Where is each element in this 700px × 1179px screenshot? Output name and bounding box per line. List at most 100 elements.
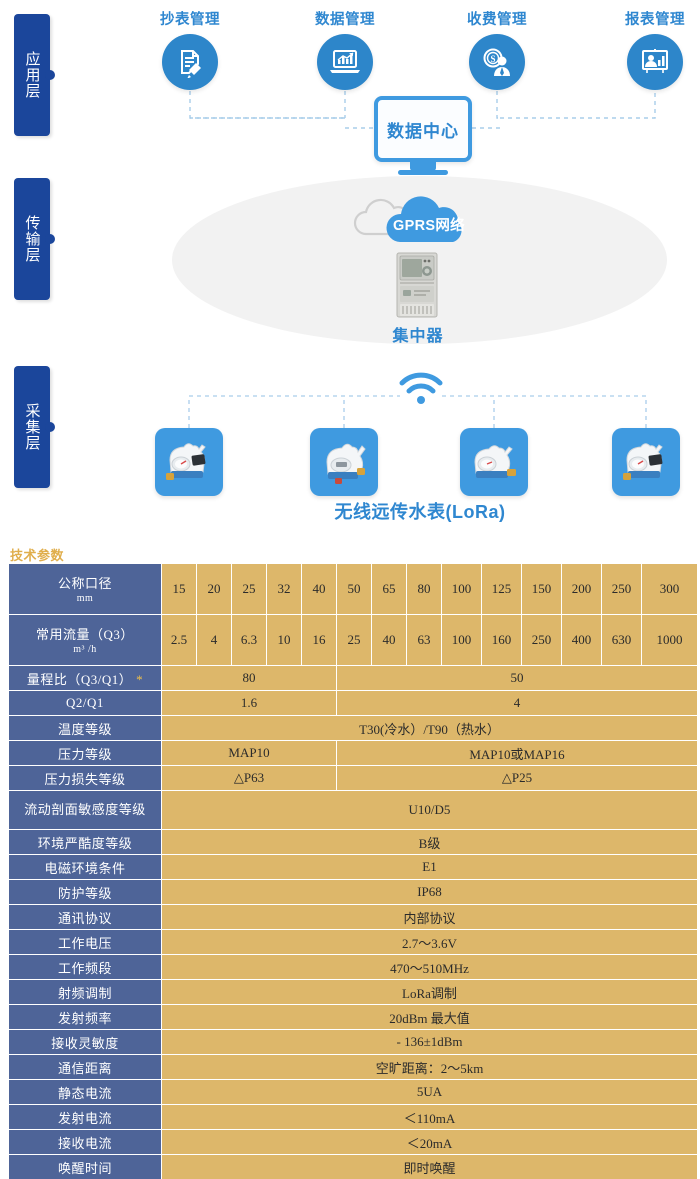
coin-person-icon: S — [469, 34, 525, 90]
water-meter-icon — [166, 443, 206, 480]
table-cell: 16 — [302, 615, 336, 665]
row-label: 通讯协议 — [9, 905, 161, 929]
row-label: 压力损失等级 — [9, 766, 161, 790]
table-row: 温度等级 T30(冷水）/T90（热水） — [9, 716, 697, 740]
table-cell: 125 — [482, 564, 521, 614]
table-cell: 20dBm 最大值 — [162, 1005, 697, 1029]
table-row: Q2/Q1 1.6 4 — [9, 691, 697, 715]
table-cell: 250 — [602, 564, 641, 614]
row-label: Q2/Q1 — [9, 691, 161, 715]
water-meter-card[interactable] — [460, 428, 528, 496]
table-row: 发射频率 20dBm 最大值 — [9, 1005, 697, 1029]
table-row: 量程比（Q3/Q1） * 80 50 — [9, 666, 697, 690]
layer-tab-acquisition-label: 采集层 — [23, 403, 41, 451]
table-row: 射频调制 LoRa调制 — [9, 980, 697, 1004]
table-row: 唤醒时间 即时唤醒 — [9, 1155, 697, 1179]
table-cell: 250 — [522, 615, 561, 665]
table-cell: 65 — [372, 564, 406, 614]
table-cell: 50 — [337, 666, 697, 690]
table-cell: 2.7～3.6V — [162, 930, 697, 954]
table-cell: 4 — [337, 691, 697, 715]
app-node-label: 数据管理 — [315, 12, 375, 28]
table-cell: IP68 — [162, 880, 697, 904]
table-cell: 15 — [162, 564, 196, 614]
row-label: 通信距离 — [9, 1055, 161, 1079]
table-cell: 1.6 — [162, 691, 336, 715]
table-cell: 10 — [267, 615, 301, 665]
row-label: 环境严酷度等级 — [9, 830, 161, 854]
water-meter-icon — [326, 443, 366, 484]
data-center-monitor[interactable]: 数据中心 — [374, 96, 472, 162]
table-row: 公称口径 mm 15 20 25 32 40 50 65 80 100 125 … — [9, 564, 697, 614]
table-cell: LoRa调制 — [162, 980, 697, 1004]
table-cell: △P63 — [162, 766, 336, 790]
row-label: 静态电流 — [9, 1080, 161, 1104]
layer-tab-nub-icon — [45, 70, 55, 80]
app-node-billing-management[interactable]: 收费管理 S — [462, 8, 532, 90]
tech-params-title: 技术参数 — [10, 548, 65, 563]
row-label: 发射频率 — [9, 1005, 161, 1029]
table-cell: 1000 — [642, 615, 697, 665]
table-cell: MAP10或MAP16 — [337, 741, 697, 765]
concentrator-label: 集中器 — [392, 328, 444, 345]
app-node-data-management[interactable]: 数据管理 — [310, 8, 380, 90]
tech-params-table: 公称口径 mm 15 20 25 32 40 50 65 80 100 125 … — [8, 563, 698, 1179]
table-cell: E1 — [162, 855, 697, 879]
monitor-stand-base — [398, 170, 448, 175]
table-row: 工作频段 470～510MHz — [9, 955, 697, 979]
table-cell: 5UA — [162, 1080, 697, 1104]
monitor-stand-neck — [410, 162, 436, 171]
table-row: 环境严酷度等级 B级 — [9, 830, 697, 854]
layer-tab-transport: 传输层 — [14, 178, 55, 300]
app-node-report-management[interactable]: 报表管理 — [620, 8, 690, 90]
table-row: 接收电流 ＜20mA — [9, 1130, 697, 1154]
table-row: 发射电流 ＜110mA — [9, 1105, 697, 1129]
table-cell: B级 — [162, 830, 697, 854]
row-label: 工作频段 — [9, 955, 161, 979]
table-cell: △P25 — [337, 766, 697, 790]
cloud-icon — [386, 196, 462, 242]
table-row: 通信距离 空旷距离：2～5km — [9, 1055, 697, 1079]
laptop-chart-icon — [317, 34, 373, 90]
water-meter-icon — [623, 443, 663, 480]
water-meter-card[interactable] — [155, 428, 223, 496]
water-meter-card[interactable] — [612, 428, 680, 496]
wifi-icon — [399, 372, 443, 404]
table-cell: 40 — [372, 615, 406, 665]
row-label: 常用流量（Q3） m³ /h — [9, 615, 161, 665]
row-label: 公称口径 mm — [9, 564, 161, 614]
table-cell: 25 — [337, 615, 371, 665]
layer-tab-transport-label: 传输层 — [23, 215, 41, 263]
table-cell: - 136±1dBm — [162, 1030, 697, 1054]
table-cell: 2.5 — [162, 615, 196, 665]
row-label: 温度等级 — [9, 716, 161, 740]
table-cell: 400 — [562, 615, 601, 665]
layer-tab-nub-icon — [45, 422, 55, 432]
row-label: 压力等级 — [9, 741, 161, 765]
row-label: 发射电流 — [9, 1105, 161, 1129]
document-pen-icon — [162, 34, 218, 90]
table-cell: 50 — [337, 564, 371, 614]
table-row: 压力等级 MAP10 MAP10或MAP16 — [9, 741, 697, 765]
table-row: 防护等级 IP68 — [9, 880, 697, 904]
table-cell: 300 — [642, 564, 697, 614]
concentrator-icon — [396, 252, 438, 318]
row-label: 射频调制 — [9, 980, 161, 1004]
layer-tab-nub-icon — [45, 234, 55, 244]
app-node-meter-reading[interactable]: 抄表管理 — [155, 8, 225, 90]
row-label: 防护等级 — [9, 880, 161, 904]
table-row: 流动剖面敏感度等级 U10/D5 — [9, 791, 697, 829]
acquisition-connector-lines — [188, 395, 647, 428]
presentation-chart-icon — [627, 34, 683, 90]
application-connector-lines — [189, 75, 656, 129]
table-cell: 150 — [522, 564, 561, 614]
table-cell: 100 — [442, 564, 481, 614]
table-cell: 100 — [442, 615, 481, 665]
app-node-label: 报表管理 — [625, 12, 685, 28]
water-meter-card[interactable] — [310, 428, 378, 496]
row-label: 唤醒时间 — [9, 1155, 161, 1179]
table-cell: 160 — [482, 615, 521, 665]
table-row: 静态电流 5UA — [9, 1080, 697, 1104]
table-row: 工作电压 2.7～3.6V — [9, 930, 697, 954]
row-label: 量程比（Q3/Q1） * — [9, 666, 161, 690]
